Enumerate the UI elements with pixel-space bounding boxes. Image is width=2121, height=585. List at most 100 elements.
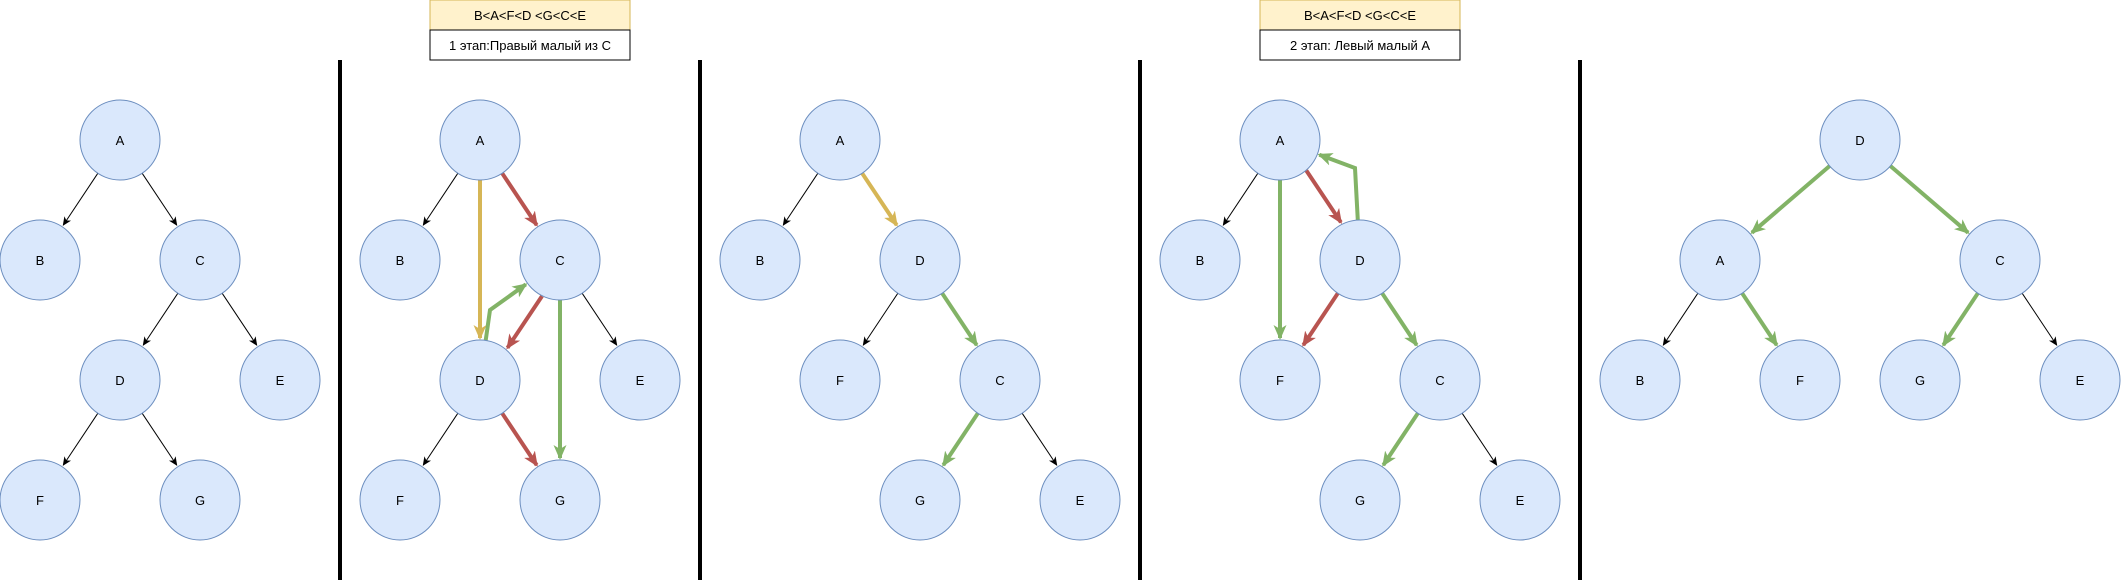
node-label: D bbox=[1855, 133, 1864, 148]
edge-p2-d-to-g bbox=[500, 412, 539, 467]
node-circle bbox=[1599, 339, 1681, 421]
node-label: G bbox=[195, 493, 205, 508]
node-label: D bbox=[915, 253, 924, 268]
node-p4-d: D bbox=[1319, 219, 1401, 301]
node-circle bbox=[0, 219, 81, 301]
node-p2-b: B bbox=[359, 219, 441, 301]
header-step-2: B<A<F<D <G<C<E 2 этап: Левый малый А bbox=[1259, 0, 1461, 61]
edge-p1-a-to-b bbox=[62, 173, 99, 226]
node-p1-e: E bbox=[239, 339, 321, 421]
node-circle bbox=[799, 99, 881, 181]
node-label: C bbox=[995, 373, 1004, 388]
node-circle bbox=[1759, 339, 1841, 421]
node-circle bbox=[1319, 219, 1401, 301]
node-circle bbox=[799, 339, 881, 421]
node-p3-e: E bbox=[1039, 459, 1121, 541]
node-circle bbox=[719, 219, 801, 301]
node-label: C bbox=[555, 253, 564, 268]
header-1-step-text: 1 этап:Правый малый из С bbox=[449, 38, 611, 53]
node-label: F bbox=[1796, 373, 1804, 388]
node-p4-a: A bbox=[1239, 99, 1321, 181]
node-label: D bbox=[115, 373, 124, 388]
node-label: G bbox=[1915, 373, 1925, 388]
edge-p4-a-to-d bbox=[1304, 169, 1343, 224]
edge-p1-d-to-g bbox=[141, 413, 178, 466]
edge-p3-d-to-c bbox=[940, 292, 979, 347]
node-circle bbox=[959, 339, 1041, 421]
node-p2-d: D bbox=[439, 339, 521, 421]
node-p2-a: A bbox=[439, 99, 521, 181]
node-p4-c: C bbox=[1399, 339, 1481, 421]
node-circle bbox=[439, 339, 521, 421]
header-2-order-box bbox=[1259, 0, 1461, 31]
node-label: E bbox=[636, 373, 645, 388]
node-label: F bbox=[36, 493, 44, 508]
node-circle bbox=[359, 219, 441, 301]
node-p5-a: A bbox=[1679, 219, 1761, 301]
node-p5-g: G bbox=[1879, 339, 1961, 421]
edge-p5-d-to-a bbox=[1750, 164, 1831, 235]
node-label: F bbox=[836, 373, 844, 388]
node-label: A bbox=[116, 133, 125, 148]
node-p3-c: C bbox=[959, 339, 1041, 421]
header-2-order-text: B<A<F<D <G<C<E bbox=[1304, 8, 1416, 23]
node-circle bbox=[879, 219, 961, 301]
node-p5-e: E bbox=[2039, 339, 2121, 421]
edge-p2-c-to-d bbox=[505, 294, 544, 350]
node-label: B bbox=[36, 253, 45, 268]
node-label: E bbox=[1516, 493, 1525, 508]
node-circle bbox=[79, 339, 161, 421]
node-p4-g: G bbox=[1319, 459, 1401, 541]
node-circle bbox=[1879, 339, 1961, 421]
header-step-1: B<A<F<D <G<C<E 1 этап:Правый малый из С bbox=[429, 0, 631, 61]
node-label: F bbox=[396, 493, 404, 508]
node-circle bbox=[159, 219, 241, 301]
node-label: G bbox=[555, 493, 565, 508]
edge-p5-a-to-f bbox=[1740, 292, 1779, 347]
node-p4-f: F bbox=[1239, 339, 1321, 421]
node-p5-f: F bbox=[1759, 339, 1841, 421]
node-label: E bbox=[2076, 373, 2085, 388]
edge-p4-a-to-b bbox=[1222, 173, 1259, 226]
edge-p5-a-to-b bbox=[1662, 293, 1699, 346]
edge-p1-d-to-f bbox=[62, 413, 99, 466]
node-p3-d: D bbox=[879, 219, 961, 301]
edge-p4-d-to-a bbox=[1317, 152, 1360, 221]
edge-p3-a-to-b bbox=[782, 173, 819, 226]
edge-p3-d-to-f bbox=[862, 293, 899, 346]
node-circle bbox=[359, 459, 441, 541]
node-p1-b: B bbox=[0, 219, 81, 301]
node-p1-a: A bbox=[79, 99, 161, 181]
node-circle bbox=[599, 339, 681, 421]
node-label: C bbox=[1435, 373, 1444, 388]
node-label: B bbox=[756, 253, 765, 268]
edge-p2-a-to-b bbox=[422, 173, 459, 226]
node-p3-g: G bbox=[879, 459, 961, 541]
edge-p3-c-to-e bbox=[1021, 413, 1058, 466]
node-circle bbox=[0, 459, 81, 541]
node-p2-f: F bbox=[359, 459, 441, 541]
node-circle bbox=[1399, 339, 1481, 421]
node-p2-e: E bbox=[599, 339, 681, 421]
node-circle bbox=[1319, 459, 1401, 541]
node-circle bbox=[1959, 219, 2041, 301]
node-label: B bbox=[1636, 373, 1645, 388]
edge-p2-d-to-f bbox=[422, 413, 459, 466]
node-p1-f: F bbox=[0, 459, 81, 541]
node-label: A bbox=[836, 133, 845, 148]
node-label: G bbox=[915, 493, 925, 508]
node-p1-d: D bbox=[79, 339, 161, 421]
node-circle bbox=[1239, 339, 1321, 421]
node-circle bbox=[159, 459, 241, 541]
edge-p2-d-to-c bbox=[483, 282, 528, 341]
header-1-order-text: B<A<F<D <G<C<E bbox=[474, 8, 586, 23]
node-circle bbox=[2039, 339, 2121, 421]
node-label: D bbox=[1355, 253, 1364, 268]
node-p3-a: A bbox=[799, 99, 881, 181]
edge-p4-c-to-g bbox=[1381, 412, 1420, 467]
node-p1-c: C bbox=[159, 219, 241, 301]
node-label: G bbox=[1355, 493, 1365, 508]
edge-p1-c-to-e bbox=[221, 293, 258, 346]
edge-p5-c-to-e bbox=[2021, 293, 2058, 346]
